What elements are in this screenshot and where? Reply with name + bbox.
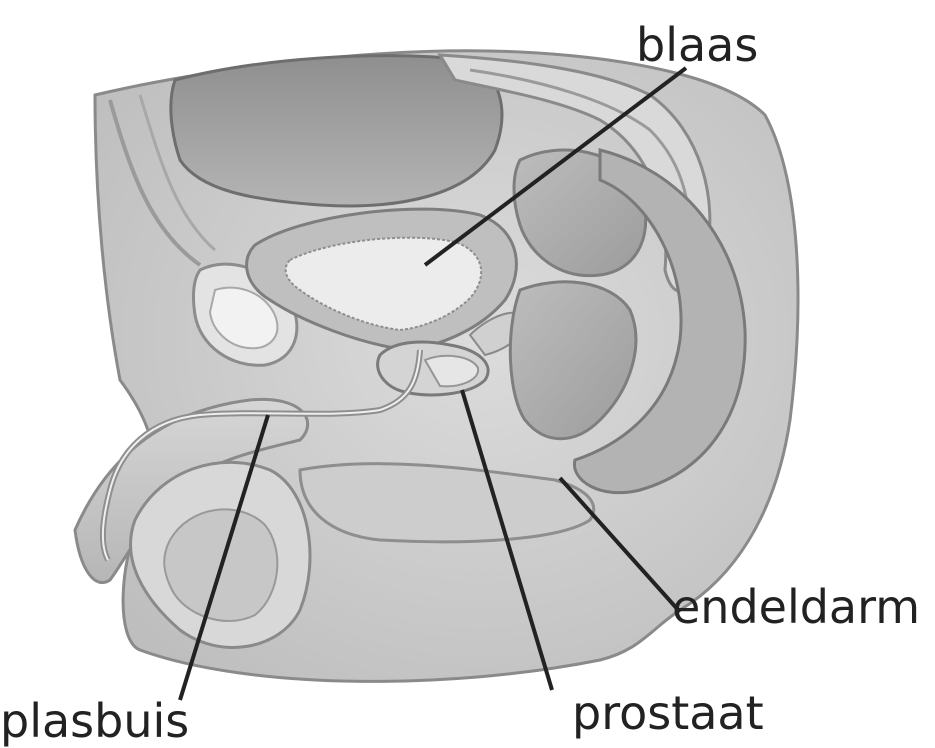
label-urethra: plasbuis <box>0 698 189 744</box>
label-bladder: blaas <box>636 22 758 68</box>
label-prostate: prostaat <box>572 690 764 736</box>
label-rectum: endeldarm <box>672 584 920 630</box>
